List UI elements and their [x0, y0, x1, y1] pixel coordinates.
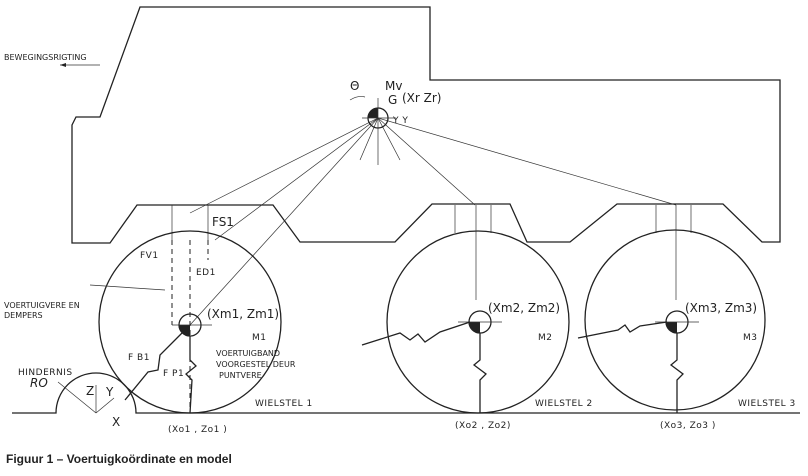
- wheel-3: [577, 205, 766, 413]
- wheel-3-label: WIELSTEL 3: [738, 399, 796, 409]
- m2-label: M2: [538, 333, 553, 343]
- m3-label: M3: [743, 333, 758, 343]
- obstacle-label: HINDERNIS: [18, 368, 73, 378]
- ground-line: [12, 372, 800, 414]
- tyre-label-2: VOORGESTEL DEUR: [216, 360, 296, 369]
- wheel-1-label: WIELSTEL 1: [255, 399, 313, 409]
- vehicle-body: [71, 6, 781, 244]
- springs-label-2: DEMPERS: [4, 311, 43, 320]
- mv-label: Mv: [385, 79, 402, 93]
- m1-coords-label: (Xm1, Zm1): [207, 307, 279, 321]
- m2-coords-label: (Xm2, Zm2): [488, 301, 560, 315]
- fb1-label: F B1: [128, 353, 150, 363]
- direction-label: BEWEGINGSRIGTING: [4, 53, 87, 62]
- o1-coords-label: (Xo1 , Zo1 ): [168, 425, 227, 435]
- o2-coords-label: (Xo2 , Zo2): [455, 421, 511, 431]
- figure-caption: Figuur 1 – Voertuigkoördinate en model: [6, 452, 232, 466]
- cg-coords-label: (Xr Zr): [402, 91, 442, 105]
- m3-coords-label: (Xm3, Zm3): [685, 301, 757, 315]
- g-label: G: [388, 93, 397, 107]
- tyre-label-3: PUNTVERE: [219, 371, 262, 380]
- linkage-lines: [189, 117, 677, 326]
- z-axis-label: Z: [86, 384, 94, 398]
- suspension-struts: [171, 205, 692, 240]
- springs-label-1: VOERTUIGVERE EN: [4, 301, 80, 310]
- o3-coords-label: (Xo3, Zo3 ): [660, 421, 716, 431]
- ro-label: RO: [30, 376, 48, 390]
- wheel-2-label: WIELSTEL 2: [535, 399, 593, 409]
- theta-label: Θ: [350, 79, 359, 93]
- yy-label: Y Y: [392, 116, 408, 126]
- center-of-gravity-symbol: [349, 96, 396, 165]
- y-axis-label: Y: [105, 385, 114, 399]
- x-axis-label: X: [112, 415, 120, 429]
- m1-label: M1: [252, 333, 267, 343]
- fv1-label: FV1: [140, 251, 159, 261]
- tyre-label-1: VOERTUIGBAND: [216, 349, 280, 358]
- wheel-1: [89, 230, 282, 414]
- ed1-label: ED1: [196, 268, 216, 278]
- wheel-2: [361, 205, 570, 414]
- fp1-label: F P1: [163, 369, 184, 379]
- fs1-label: FS1: [212, 215, 234, 229]
